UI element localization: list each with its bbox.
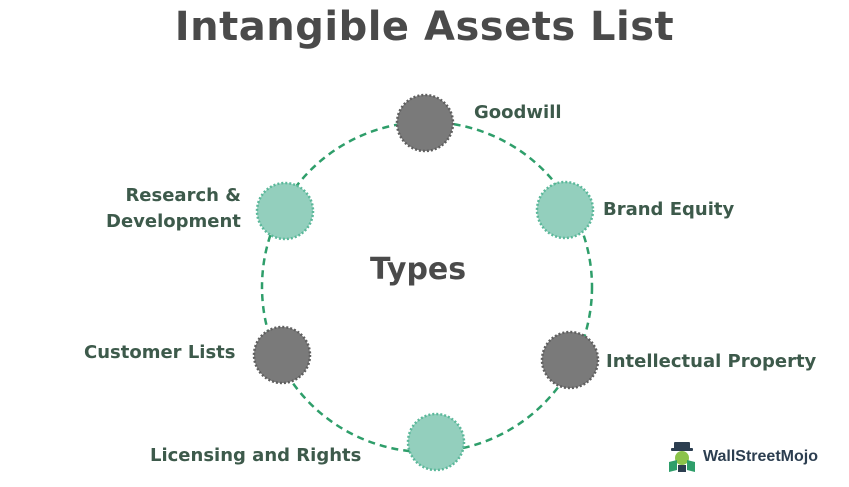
mojo-mascot-icon: [669, 442, 695, 472]
node-circle-goodwill: [395, 93, 455, 153]
node-circle-licensing-and-rights: [406, 412, 466, 472]
wallstreetmojo-logo: WallStreetMojo: [665, 440, 818, 474]
dashed-ring: [260, 120, 594, 454]
page-title: Intangible Assets List: [174, 4, 675, 50]
node-label-research-development: Research & Development: [106, 183, 241, 235]
node-label-intellectual-property: Intellectual Property: [606, 351, 817, 372]
logo-text: WallStreetMojo: [703, 448, 818, 465]
node-label-customer-lists: Customer Lists: [84, 342, 236, 363]
node-label-line: Development: [106, 211, 241, 232]
node-circle-research-development: [255, 181, 315, 241]
node-label-licensing-and-rights: Licensing and Rights: [150, 445, 362, 466]
node-label-brand-equity: Brand Equity: [603, 199, 735, 220]
node-circle-brand-equity: [535, 180, 595, 240]
node-circle-intellectual-property: [540, 330, 600, 390]
center-label: Types: [370, 252, 467, 287]
node-label-line: Research &: [125, 185, 241, 206]
node-label-goodwill: Goodwill: [474, 102, 562, 123]
node-circle-customer-lists: [252, 325, 312, 385]
